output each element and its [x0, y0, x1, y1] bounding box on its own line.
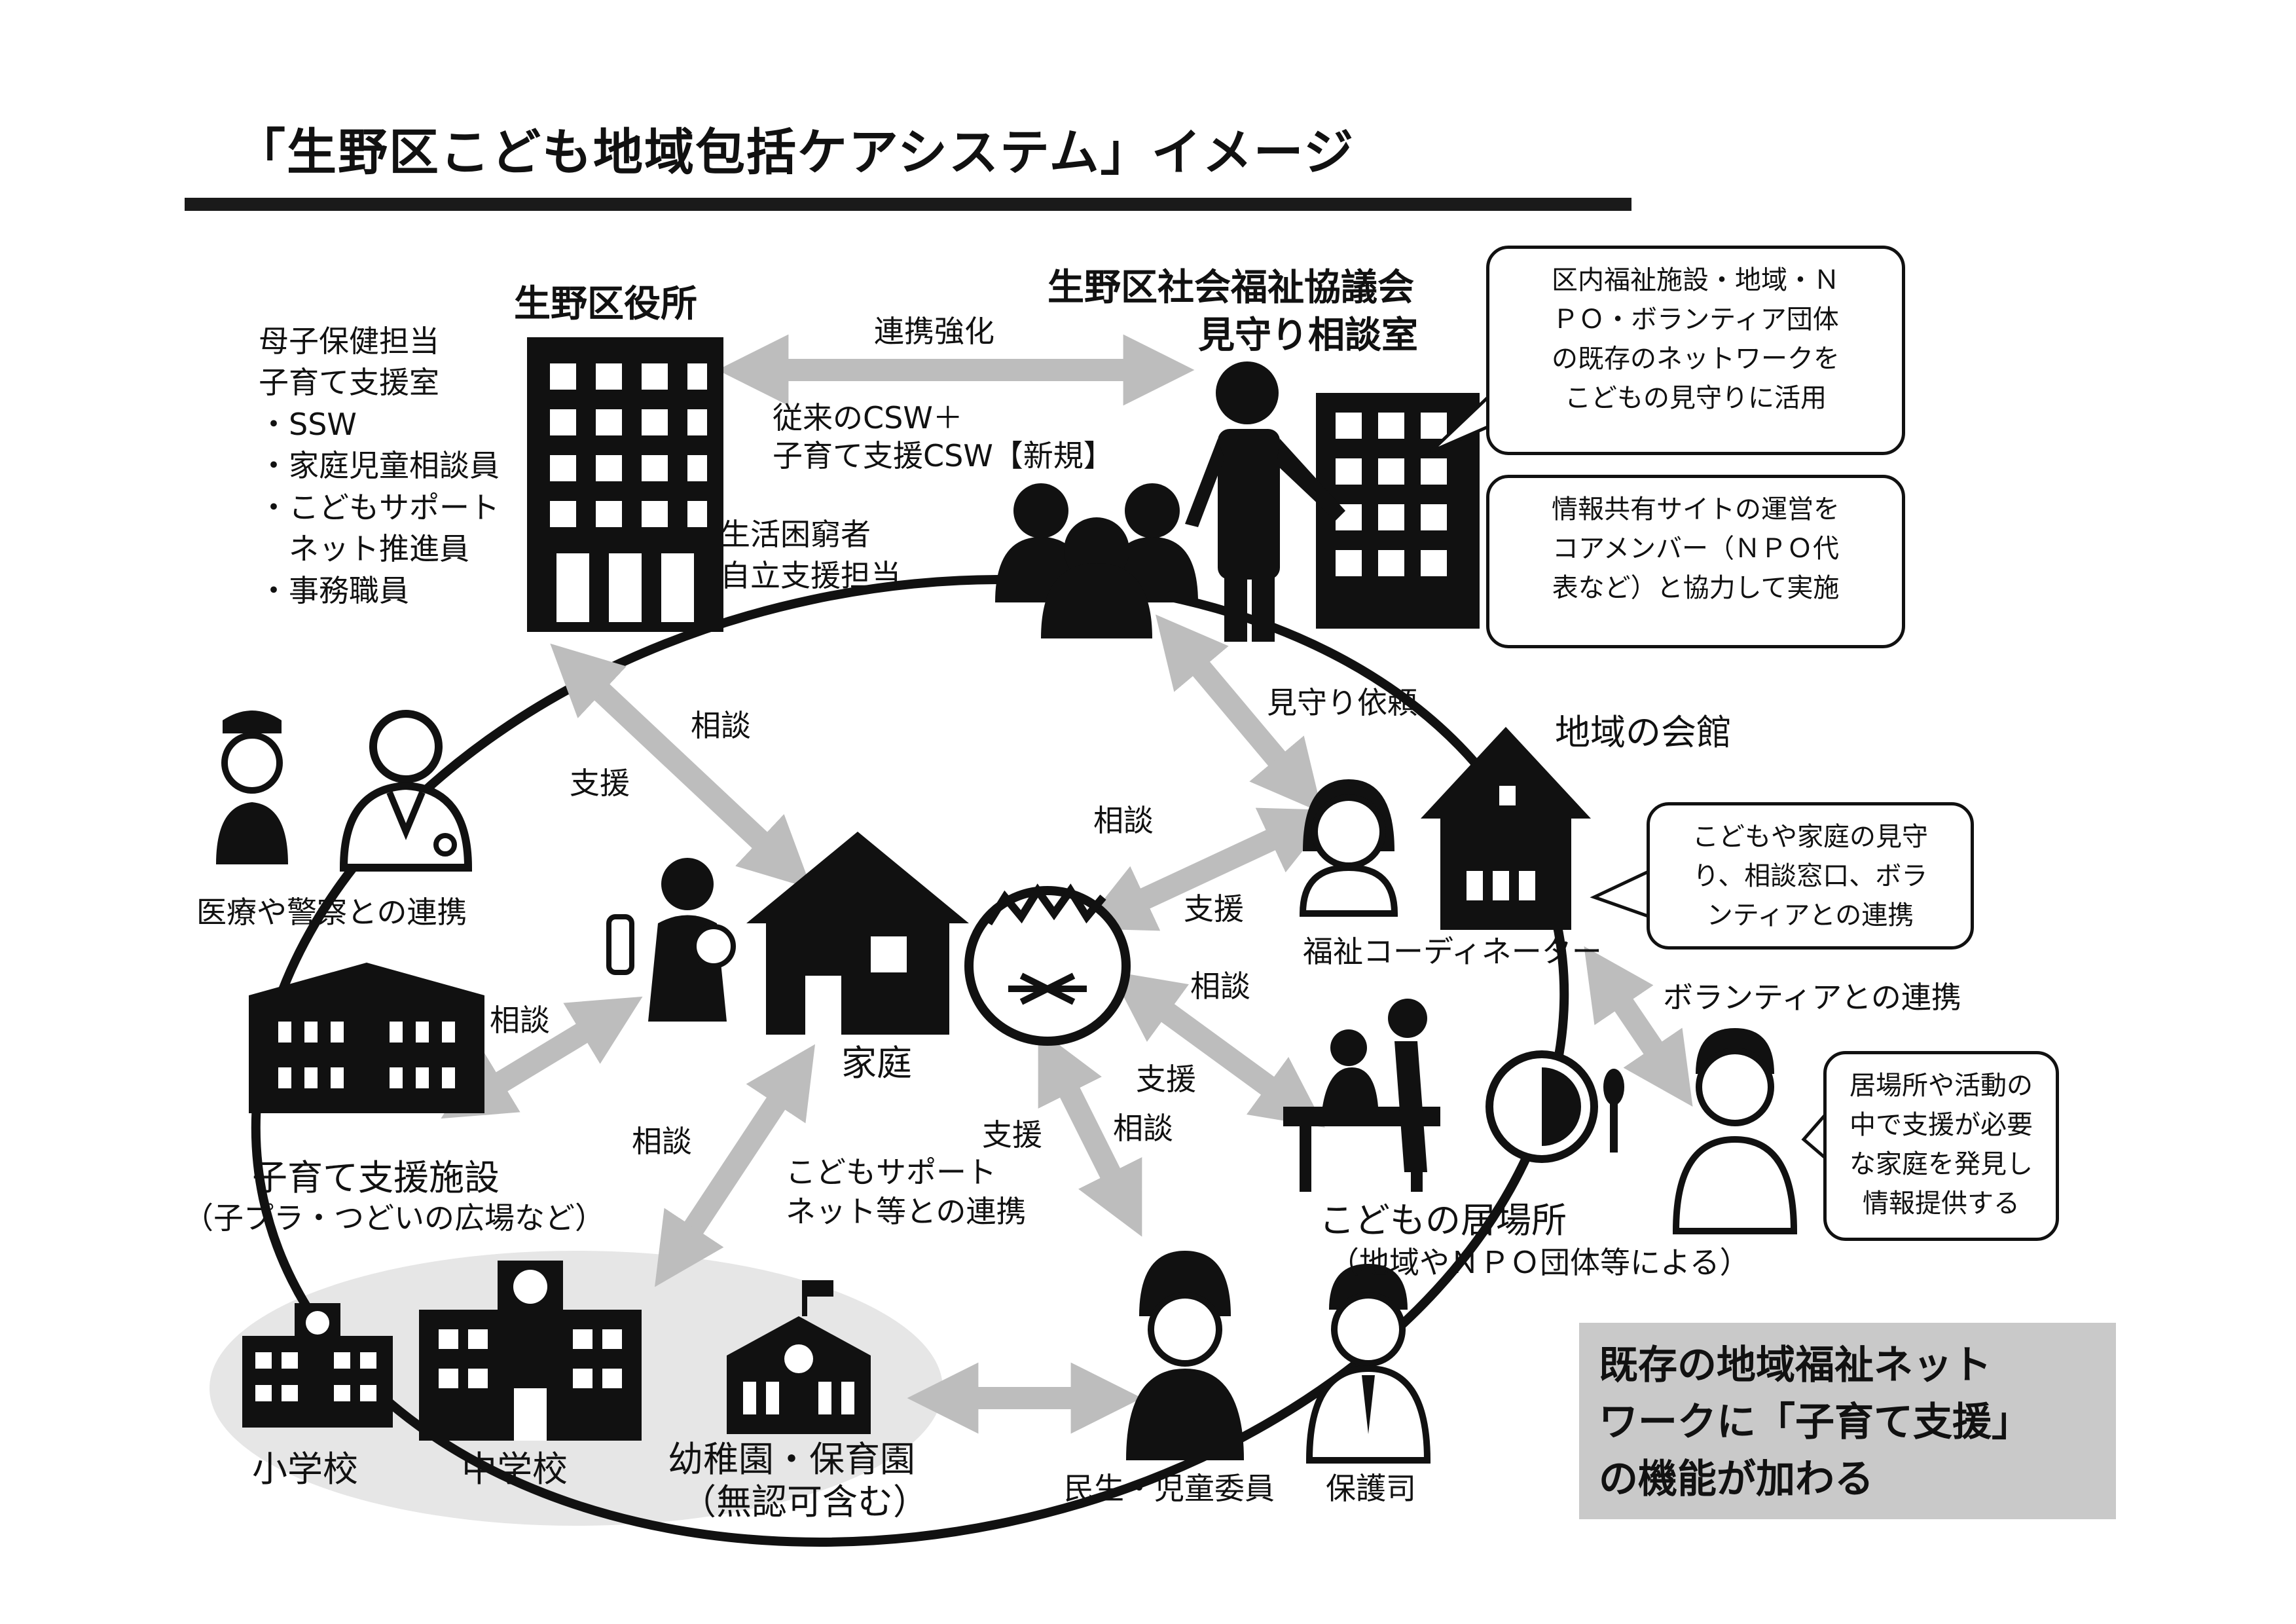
bubble-line: 区内福祉施設・地域・Ｎ — [1552, 265, 1840, 295]
consult-label-commissioner: 相談 — [1113, 1111, 1173, 1146]
bubble-tail-hall — [1590, 868, 1652, 919]
bubble-line: り、相談窓口、ボラ — [1692, 861, 1928, 891]
commissioner-person-icon — [1126, 1251, 1244, 1460]
staff-item: ・こどもサポート — [259, 489, 500, 525]
probation-officer-label: 保護司 — [1326, 1471, 1416, 1506]
consult-label-facility: 相談 — [490, 1003, 550, 1038]
watch-request-label: 見守り依頼 — [1267, 685, 1417, 720]
poverty-line: 自立支援担当 — [720, 558, 901, 594]
coordinator-person-icon — [1299, 779, 1398, 917]
bubble-line: ＰＯ・ボランティア団体 — [1552, 304, 1839, 335]
title-rule — [185, 198, 1631, 211]
summary-box: 既存の地域福祉ネット ワークに「子育て支援」 の機能が加わる — [1579, 1323, 2116, 1519]
bubble-hall: こどもや家庭の見守 り、相談窓口、ボラ ンティアとの連携 — [1647, 802, 1974, 950]
doctor-icon — [339, 710, 473, 872]
bubble-line: こどもや家庭の見守 — [1692, 822, 1928, 852]
bubble-line: こどもの見守りに活用 — [1565, 383, 1827, 413]
summary-line: ワークに「子育て支援」 — [1599, 1399, 2031, 1445]
family-house-icon — [746, 832, 969, 1035]
commissioner-label: 民生・児童委員 — [1064, 1471, 1275, 1506]
bubble-line: の既存のネットワークを — [1552, 344, 1840, 374]
elementary-label: 小学校 — [252, 1449, 358, 1490]
support-net-label-1: こどもサポート — [786, 1154, 996, 1190]
csw-label-1: 従来のCSW＋ — [773, 400, 963, 435]
elementary-school-icon — [242, 1303, 393, 1428]
staff-item: ネット推進員 — [259, 531, 469, 567]
probation-officer-icon — [1305, 1264, 1431, 1464]
poverty-line: 生活困窮者 — [720, 517, 871, 552]
council-room: 見守り相談室 — [1198, 314, 1418, 357]
junior-high-label: 中学校 — [462, 1449, 568, 1490]
arrow-family-school — [655, 1044, 815, 1287]
community-hall-label: 地域の会館 — [1555, 712, 1732, 753]
staff-item: 子育て支援室 — [259, 365, 439, 401]
kindergarten-label: 幼稚園・保育園 — [668, 1439, 915, 1480]
page-title: 「生野区こども地域包括ケアシステム」イメージ — [236, 123, 1355, 181]
junior-high-school-icon — [419, 1261, 642, 1441]
bubble-line: 居場所や活動の — [1850, 1071, 2033, 1101]
bubble-volunteer: 居場所や活動の 中で支援が必要 な家庭を発見し 情報提供する — [1823, 1051, 2059, 1241]
community-hall-icon — [1421, 727, 1591, 930]
volunteer-person-icon — [1672, 1028, 1798, 1234]
advisor-person-icon — [1185, 361, 1345, 642]
consult-label-kidsplace: 相談 — [1190, 969, 1250, 1004]
staff-item: 母子保健担当 — [259, 323, 439, 359]
bubble-info-site: 情報共有サイトの運営を コアメンバー（ＮＰＯ代 表など）と協力して実施 — [1486, 475, 1905, 648]
bubble-line: な家庭を発見し — [1850, 1149, 2033, 1179]
bubble-line: ンティアとの連携 — [1706, 900, 1914, 931]
arrow-hall-volunteer — [1584, 946, 1693, 1107]
bubble-line: 中で支援が必要 — [1850, 1110, 2033, 1140]
bubble-network: 区内福祉施設・地域・Ｎ ＰＯ・ボランティア団体 の既存のネットワークを こどもの… — [1486, 246, 1905, 455]
kids-place-sublabel: （地域やＮＰＯ団体等による） — [1329, 1245, 1750, 1280]
medical-police-label: 医療や警察との連携 — [196, 895, 467, 930]
childcare-facility-label: 子育て支援施設 — [252, 1157, 500, 1198]
support-label-kidsplace: 支援 — [1136, 1061, 1196, 1097]
bubble-line: 情報提供する — [1863, 1189, 2020, 1219]
silenced-child-icon — [964, 883, 1131, 1046]
csw-label-2: 子育て支援CSW【新規】 — [773, 438, 1114, 473]
city-office-staff-list: 母子保健担当 子育て支援室 ・SSW ・家庭児童相談員 ・こどもサポート ネット… — [259, 321, 500, 612]
consult-label-coordinator: 相談 — [1093, 803, 1154, 838]
staff-item: ・家庭児童相談員 — [259, 448, 500, 484]
meal-plate-icon — [1485, 1050, 1624, 1163]
support-label-office: 支援 — [570, 766, 630, 801]
welfare-coordinator-label: 福祉コーディネーター — [1303, 934, 1602, 969]
bubble-line: コアメンバー（ＮＰＯ代 — [1552, 534, 1839, 564]
arrow-council-coordinator — [1155, 614, 1323, 813]
volunteer-link-label: ボランティアとの連携 — [1663, 980, 1961, 1015]
consult-label-school: 相談 — [632, 1124, 692, 1159]
kids-place-label: こどもの居場所 — [1319, 1200, 1567, 1241]
staff-item: ・事務職員 — [259, 572, 409, 608]
arrow-office-family — [550, 643, 812, 889]
childcare-facility-icon — [249, 963, 484, 1113]
family-label: 家庭 — [841, 1043, 912, 1084]
bubble-line: 情報共有サイトの運営を — [1552, 494, 1840, 525]
kindergarten-sublabel: （無認可含む） — [681, 1481, 928, 1522]
kids-study-icon — [1283, 999, 1440, 1192]
bubble-line: 表など）と協力して実施 — [1552, 573, 1840, 603]
kindergarten-icon — [727, 1280, 871, 1434]
childcare-facility-sublabel: （子プラ・つどいの広場など） — [183, 1200, 605, 1236]
city-office-label: 生野区役所 — [514, 283, 697, 325]
arrow-child-commissioner — [1038, 1029, 1142, 1237]
support-net-label-2: ネット等との連携 — [786, 1194, 1027, 1229]
summary-line: の機能が加わる — [1599, 1456, 1874, 1502]
support-label-coordinator: 支援 — [1184, 891, 1244, 927]
arrow-facility-family — [441, 996, 643, 1119]
poverty-support-label: 生活困窮者 自立支援担当 — [720, 514, 901, 597]
group-people-icon — [995, 483, 1198, 638]
support-label-commissioner: 支援 — [982, 1117, 1042, 1153]
arrow-child-coordinator — [1080, 807, 1336, 931]
city-office-building-icon — [527, 337, 723, 632]
council-name: 生野区社会福祉協議会 — [1048, 267, 1414, 309]
arrow-child-kidsplace — [1110, 970, 1325, 1128]
parent-baby-icon — [606, 858, 736, 1022]
staff-item: ・SSW — [259, 406, 357, 442]
link-strengthen-label: 連携強化 — [874, 314, 994, 349]
police-officer-icon — [216, 710, 288, 864]
summary-line: 既存の地域福祉ネット — [1599, 1342, 1992, 1388]
consult-label-office: 相談 — [691, 708, 751, 743]
